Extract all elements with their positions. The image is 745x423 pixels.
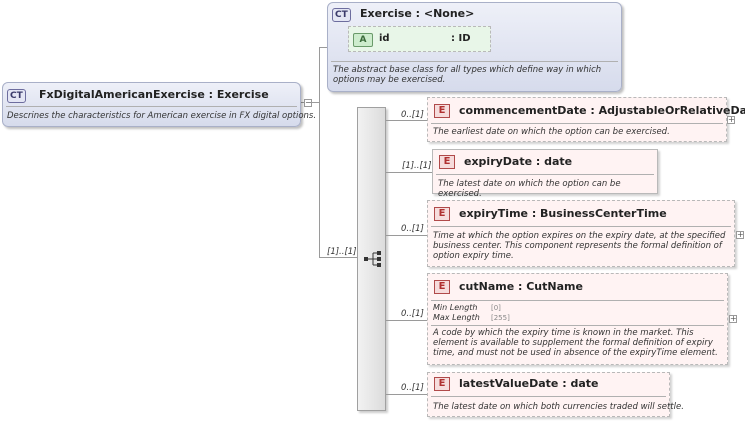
element-expiryDate[interactable]: E expiryDate : date The latest date on w… xyxy=(432,149,658,199)
element-title: cutName : CutName xyxy=(459,280,583,293)
divider xyxy=(431,396,666,397)
element-icon: E xyxy=(434,377,450,391)
element-description: A code by which the expiry time is known… xyxy=(433,328,718,358)
element-title: commencementDate : AdjustableOrRelativeD… xyxy=(459,104,745,117)
expand-toggle[interactable]: + xyxy=(736,230,744,239)
root-collapse-toggle[interactable]: − xyxy=(304,98,312,107)
element-description: The latest date on which the option can … xyxy=(438,179,621,199)
expand-toggle[interactable]: + xyxy=(729,314,737,323)
element-connector xyxy=(386,320,428,321)
attribute-id[interactable]: A id : ID xyxy=(348,26,491,52)
sequence-connector xyxy=(319,257,357,258)
sequence-compositor[interactable] xyxy=(357,107,386,411)
sequence-occurrence: [1]..[1] xyxy=(327,247,357,257)
element-expiryTime[interactable]: E expiryTime : BusinessCenterTime Time a… xyxy=(427,200,735,267)
element-connector xyxy=(386,394,428,395)
divider xyxy=(436,174,654,175)
element-cutName[interactable]: E cutName : CutName Min Length [0] Max L… xyxy=(427,273,728,365)
element-icon: E xyxy=(434,104,450,118)
element-icon: E xyxy=(434,280,450,294)
element-description: The earliest date on which the option ca… xyxy=(433,127,670,137)
expand-toggle[interactable]: + xyxy=(727,115,735,124)
element-icon: E xyxy=(439,155,455,169)
element-title: expiryTime : BusinessCenterTime xyxy=(459,207,667,220)
element-title: latestValueDate : date xyxy=(459,377,599,390)
root-complex-type[interactable]: CT FxDigitalAmericanExercise : Exercise … xyxy=(2,82,317,127)
element-description: Time at which the option expires on the … xyxy=(433,231,726,261)
base-complex-type[interactable]: CT Exercise : <None> A id : ID The abstr… xyxy=(327,2,622,92)
element-commencementDate[interactable]: E commencementDate : AdjustableOrRelativ… xyxy=(427,97,745,142)
element-title: expiryDate : date xyxy=(464,155,573,168)
divider xyxy=(6,106,297,107)
divider xyxy=(431,123,723,124)
base-type-title: Exercise : <None> xyxy=(360,7,475,20)
facet-value: [255] xyxy=(491,314,510,322)
complex-type-icon: CT xyxy=(332,8,351,22)
element-icon: E xyxy=(434,207,450,221)
trunk-line xyxy=(319,47,320,257)
base-type-description: The abstract base class for all types wh… xyxy=(333,65,602,85)
facet-value: [0] xyxy=(491,304,501,312)
attribute-name: id xyxy=(379,33,390,44)
root-type-title: FxDigitalAmericanExercise : Exercise xyxy=(39,88,269,101)
element-connector xyxy=(386,235,428,236)
element-occurrence: 0..[1] xyxy=(401,383,424,393)
base-connector xyxy=(319,47,329,48)
divider xyxy=(331,61,618,62)
element-occurrence: 0..[1] xyxy=(401,110,424,120)
attribute-icon: A xyxy=(353,33,373,47)
root-type-description: Descrines the characteristics for Americ… xyxy=(7,111,317,121)
element-occurrence: 0..[1] xyxy=(401,309,424,319)
facet-label: Max Length xyxy=(433,313,480,322)
divider xyxy=(431,300,724,301)
element-description: The latest date on which both currencies… xyxy=(433,402,684,412)
divider xyxy=(431,325,724,326)
facet-label: Min Length xyxy=(433,303,478,312)
complex-type-icon: CT xyxy=(7,89,26,103)
element-connector xyxy=(386,172,432,173)
element-latestValueDate[interactable]: E latestValueDate : date The latest date… xyxy=(427,372,684,417)
attribute-type: : ID xyxy=(451,33,471,44)
element-connector xyxy=(386,120,428,121)
divider xyxy=(431,226,731,227)
sequence-icon xyxy=(364,251,381,267)
element-occurrence: 0..[1] xyxy=(401,224,424,234)
element-occurrence: [1]..[1] xyxy=(402,161,432,171)
